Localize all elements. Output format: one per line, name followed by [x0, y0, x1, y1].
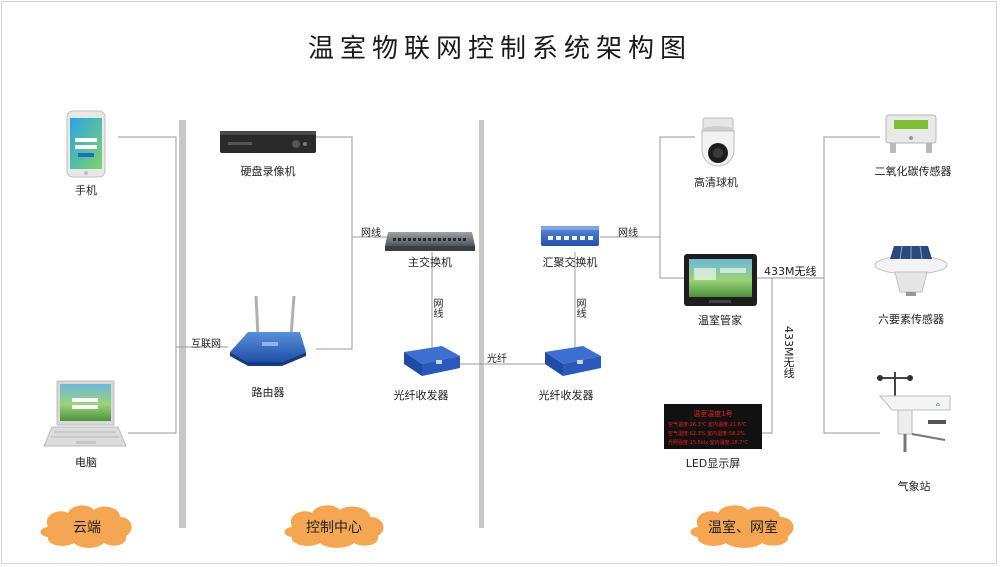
cloud-zone-label: 云端 — [73, 520, 101, 536]
led-display-icon: 温室温度1号 空气温度:26.3℃ 室内温度:21.6℃ 空气湿度:62.3% … — [664, 404, 762, 449]
laptop-label: 电脑 — [75, 456, 97, 469]
phone-label: 手机 — [75, 184, 97, 197]
page-title: 温室物联网控制系统架构图 — [307, 34, 692, 64]
greenhouse-zone-badge — [690, 505, 794, 548]
led-line-3: 空气湿度:62.3% 室内湿度:58.2% — [668, 430, 745, 437]
led-line-2: 空气温度:26.3℃ 室内温度:21.6℃ — [668, 421, 747, 428]
cloud-zone-badge — [40, 505, 132, 548]
dvr-icon — [220, 131, 316, 153]
co2-sensor-label: 二氧化碳传感器 — [874, 165, 952, 178]
camera-controller-line — [659, 136, 695, 279]
router-icon — [230, 295, 306, 366]
connector-lines — [118, 136, 880, 434]
cable-link-label-3: 网线 — [574, 298, 585, 318]
led-line-1: 温室温度1号 — [693, 409, 732, 418]
svg-text:⌂: ⌂ — [936, 401, 940, 408]
wireless-h-label: 433M无线 — [764, 265, 817, 278]
control-center-zone-badge — [284, 505, 384, 548]
fiber-transceiver-left-icon — [404, 346, 460, 376]
greenhouse-zone-label: 温室、网室 — [708, 520, 778, 536]
fiber-link-label: 光纤 — [487, 354, 507, 365]
divider-right — [479, 120, 484, 528]
cable-link-label-4: 网线 — [618, 228, 638, 239]
controller-icon — [684, 254, 757, 306]
divider-left — [179, 120, 186, 528]
wireless-v-label: 433M无线 — [782, 326, 795, 379]
router-label: 路由器 — [251, 386, 285, 399]
agg-switch-icon — [541, 226, 599, 246]
hd-camera-icon — [701, 117, 735, 167]
sensor-bracket-line — [823, 136, 880, 434]
weather-station-label: 气象站 — [897, 480, 931, 493]
wireless-v-line — [757, 277, 773, 434]
cable-link-label-2: 网线 — [431, 298, 442, 318]
phone-icon — [66, 110, 106, 178]
fiber-left-label: 光纤收发器 — [393, 389, 449, 402]
co2-sensor-icon — [885, 114, 937, 153]
control-bracket-line — [316, 136, 353, 350]
dvr-label: 硬盘录像机 — [240, 165, 296, 178]
six-element-sensor-icon — [874, 245, 948, 296]
led-screen-label: LED显示屏 — [685, 457, 741, 470]
led-line-4: 光照强度:15.5klx 室内温度:18.7℃ — [668, 439, 748, 446]
hd-camera-label: 高清球机 — [694, 176, 738, 189]
six-sensor-label: 六要素传感器 — [878, 313, 944, 326]
agg-switch-label: 汇聚交换机 — [542, 256, 598, 269]
laptop-icon — [43, 380, 127, 447]
weather-station-icon: ⌂ — [877, 372, 951, 452]
main-switch-label: 主交换机 — [408, 256, 452, 269]
internet-link-label: 互联网 — [191, 339, 221, 350]
main-switch-icon — [385, 232, 475, 251]
control-center-zone-label: 控制中心 — [306, 520, 362, 536]
fiber-transceiver-right-icon — [545, 346, 601, 376]
fiber-right-label: 光纤收发器 — [538, 389, 594, 402]
controller-label: 温室管家 — [698, 314, 742, 327]
cable-link-label-1: 网线 — [361, 228, 381, 239]
cloud-bracket-line — [118, 136, 177, 434]
